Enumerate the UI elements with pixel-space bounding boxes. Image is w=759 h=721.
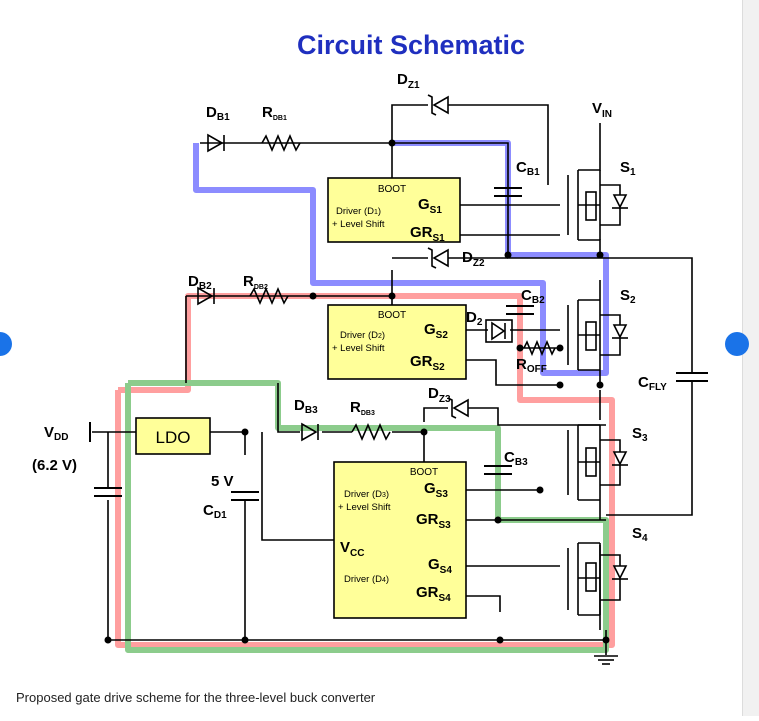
resistor-rdb1-icon bbox=[261, 133, 301, 153]
resistor-rdb3-icon bbox=[351, 422, 391, 442]
mosfet-s4-icon bbox=[567, 542, 628, 616]
schematic-title: Circuit Schematic bbox=[297, 30, 525, 60]
capacitor-cb1 bbox=[494, 187, 522, 197]
ldo-box bbox=[135, 417, 211, 455]
mosfet-s2-icon bbox=[567, 299, 628, 371]
svg-text:+ Level Shift: + Level Shift bbox=[332, 343, 385, 354]
ground-icon bbox=[594, 655, 618, 665]
svg-text:GRS2: GRS2 bbox=[410, 353, 445, 373]
label-cb1: CB1 bbox=[516, 159, 540, 178]
red-current-path bbox=[115, 293, 615, 648]
mosfet-s3-icon bbox=[567, 424, 628, 501]
ldo-label: LDO bbox=[156, 428, 191, 447]
svg-text:+ Level Shift: + Level Shift bbox=[332, 219, 385, 230]
diode-db1-icon bbox=[207, 133, 225, 153]
svg-text:Driver (D3): Driver (D3) bbox=[344, 489, 389, 500]
label-s1: S1 bbox=[620, 159, 636, 178]
label-db1: DB1 bbox=[206, 104, 230, 123]
svg-text:VCC: VCC bbox=[340, 539, 364, 559]
label-vdd-value: (6.2 V) bbox=[32, 457, 77, 474]
svg-text:GS4: GS4 bbox=[428, 556, 452, 576]
label-rdb2: RDB2 bbox=[243, 273, 268, 291]
label-rdb3: RDB3 bbox=[350, 399, 375, 417]
capacitor-cb2 bbox=[506, 305, 534, 315]
circuit-schematic: Circuit Schematic bbox=[32, 30, 708, 665]
zener-dz2-icon bbox=[427, 247, 449, 269]
label-db2: DB2 bbox=[188, 273, 212, 292]
figure-caption: Proposed gate drive scheme for the three… bbox=[16, 690, 376, 705]
driver-d2-box: BOOT Driver (D2) + Level Shift GS2 GRS2 bbox=[327, 304, 467, 380]
label-s3: S3 bbox=[632, 425, 648, 444]
label-dz3: DZ3 bbox=[428, 385, 451, 405]
resistor-rdb2-icon bbox=[249, 286, 289, 306]
label-d2: D2 bbox=[466, 309, 483, 328]
label-5v: 5 V bbox=[211, 473, 234, 490]
label-s4: S4 bbox=[632, 525, 648, 544]
label-cb3: CB3 bbox=[504, 449, 528, 468]
mosfet-s1-icon bbox=[567, 158, 628, 255]
resistor-roff-icon bbox=[523, 339, 556, 357]
schematic-stage: Circuit Schematic bbox=[32, 30, 708, 665]
svg-text:+ Level Shift: + Level Shift bbox=[338, 502, 391, 513]
svg-text:GS2: GS2 bbox=[424, 321, 448, 341]
svg-text:BOOT: BOOT bbox=[378, 310, 406, 321]
scrollbar-track[interactable] bbox=[742, 0, 759, 716]
svg-text:GRS1: GRS1 bbox=[410, 224, 445, 244]
svg-text:GRS3: GRS3 bbox=[416, 511, 451, 531]
label-rdb1: RDB1 bbox=[262, 104, 287, 122]
svg-text:Driver (D1): Driver (D1) bbox=[336, 206, 381, 217]
label-cd1: CD1 bbox=[203, 502, 227, 521]
label-cfly: CFLY bbox=[638, 374, 667, 393]
svg-text:BOOT: BOOT bbox=[410, 467, 438, 478]
label-db3: DB3 bbox=[294, 397, 318, 416]
driver-d1-box: BOOT Driver (D1) + Level Shift GS1 GRS1 bbox=[327, 177, 461, 244]
zener-dz3-icon bbox=[447, 397, 469, 419]
prev-nav-dot[interactable] bbox=[0, 332, 12, 356]
diode-db2-icon bbox=[197, 286, 215, 306]
capacitor-cfly bbox=[676, 372, 708, 382]
label-dz2: DZ2 bbox=[462, 249, 485, 269]
diode-db3-icon bbox=[301, 422, 319, 442]
label-s2: S2 bbox=[620, 287, 636, 306]
capacitor-vdd bbox=[94, 487, 122, 497]
svg-text:BOOT: BOOT bbox=[378, 184, 406, 195]
next-nav-dot[interactable] bbox=[725, 332, 749, 356]
zener-dz1-icon bbox=[427, 94, 449, 116]
diode-d2-icon bbox=[485, 319, 513, 343]
svg-text:Driver (D4): Driver (D4) bbox=[344, 574, 389, 585]
svg-text:GRS4: GRS4 bbox=[416, 584, 451, 604]
capacitor-cb3 bbox=[484, 465, 512, 475]
svg-text:GS1: GS1 bbox=[418, 196, 442, 216]
svg-text:Driver (D2): Driver (D2) bbox=[340, 330, 385, 341]
capacitor-cd1 bbox=[231, 491, 259, 501]
label-dz1: DZ1 bbox=[397, 71, 420, 91]
label-roff: ROFF bbox=[516, 356, 547, 375]
driver-d3-d4-box: BOOT Driver (D3) + Level Shift GS3 GRS3 … bbox=[333, 461, 467, 619]
svg-text:GS3: GS3 bbox=[424, 480, 448, 500]
label-cb2: CB2 bbox=[521, 287, 545, 306]
label-vin: VIN bbox=[592, 100, 612, 120]
label-vdd: VDD bbox=[44, 424, 68, 443]
